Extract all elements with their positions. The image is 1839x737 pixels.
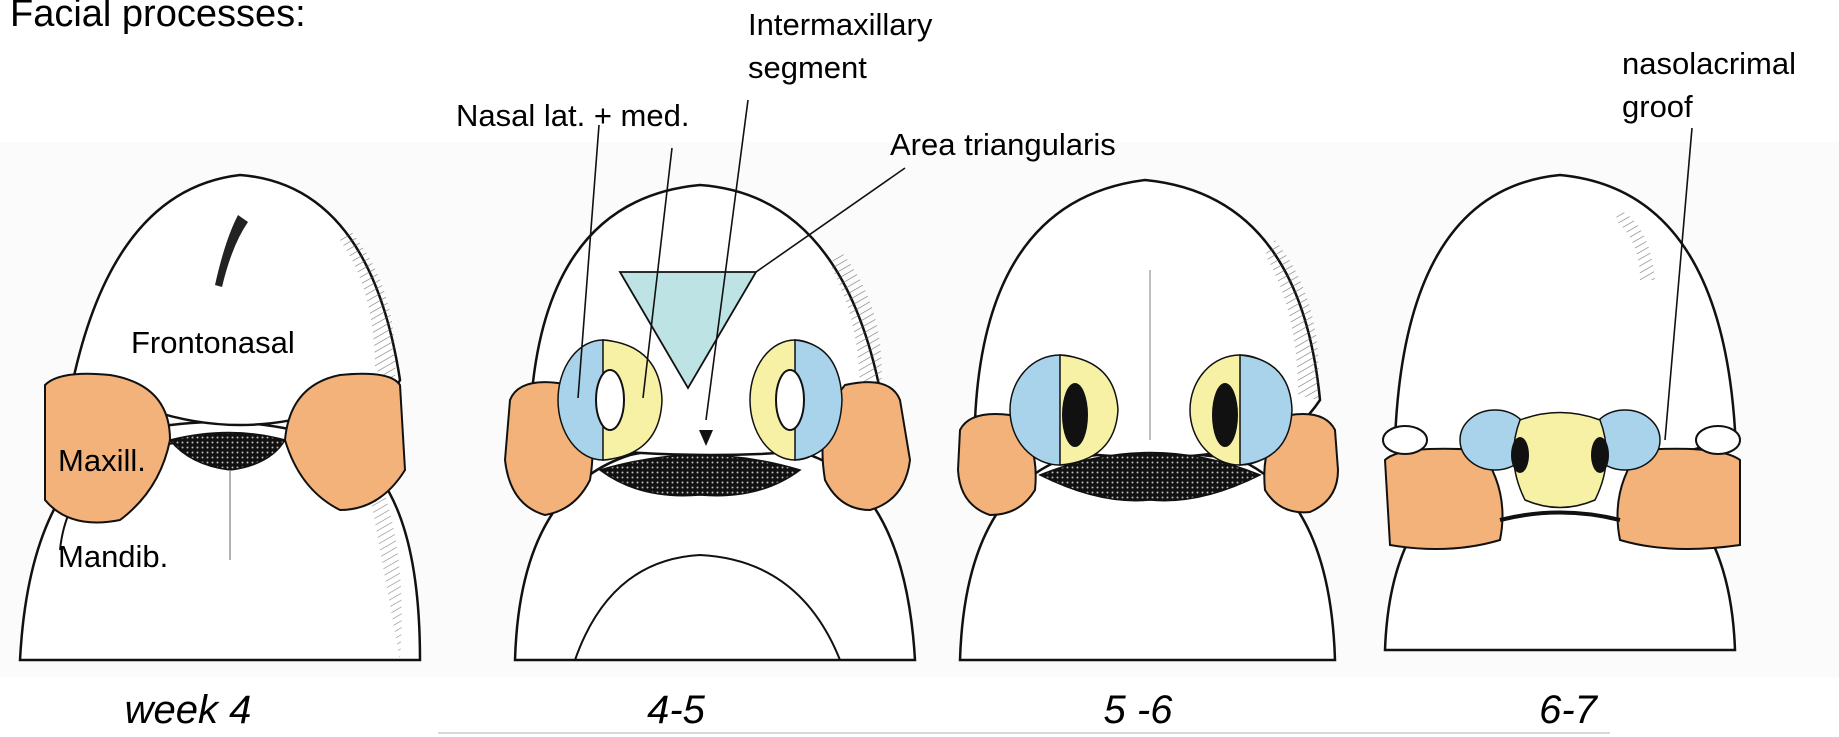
intermaxillary-label-line2: segment	[748, 49, 867, 86]
eye-left-4	[1383, 426, 1427, 454]
nasal-lat-med-label: Nasal lat. + med.	[456, 97, 689, 134]
nasolacrimal-label-line1: nasolacrimal	[1622, 45, 1796, 82]
nasolacrimal-label-line2: groof	[1622, 88, 1693, 125]
stage-label-5-6: 5 -6	[1104, 690, 1173, 730]
frontonasal-label: Frontonasal	[131, 324, 295, 361]
maxillary-label: Maxill.	[58, 442, 146, 479]
stage-label-6-7: 6-7	[1539, 690, 1597, 730]
stage-label-week-4: week 4	[125, 690, 252, 730]
stage-label-4-5: 4-5	[647, 690, 705, 730]
intermaxillary-label-line1: Intermaxillary	[748, 6, 932, 43]
eye-right-4	[1696, 426, 1740, 454]
area-triangularis-label: Area triangularis	[890, 126, 1116, 163]
mandibular-label: Mandib.	[58, 538, 168, 575]
